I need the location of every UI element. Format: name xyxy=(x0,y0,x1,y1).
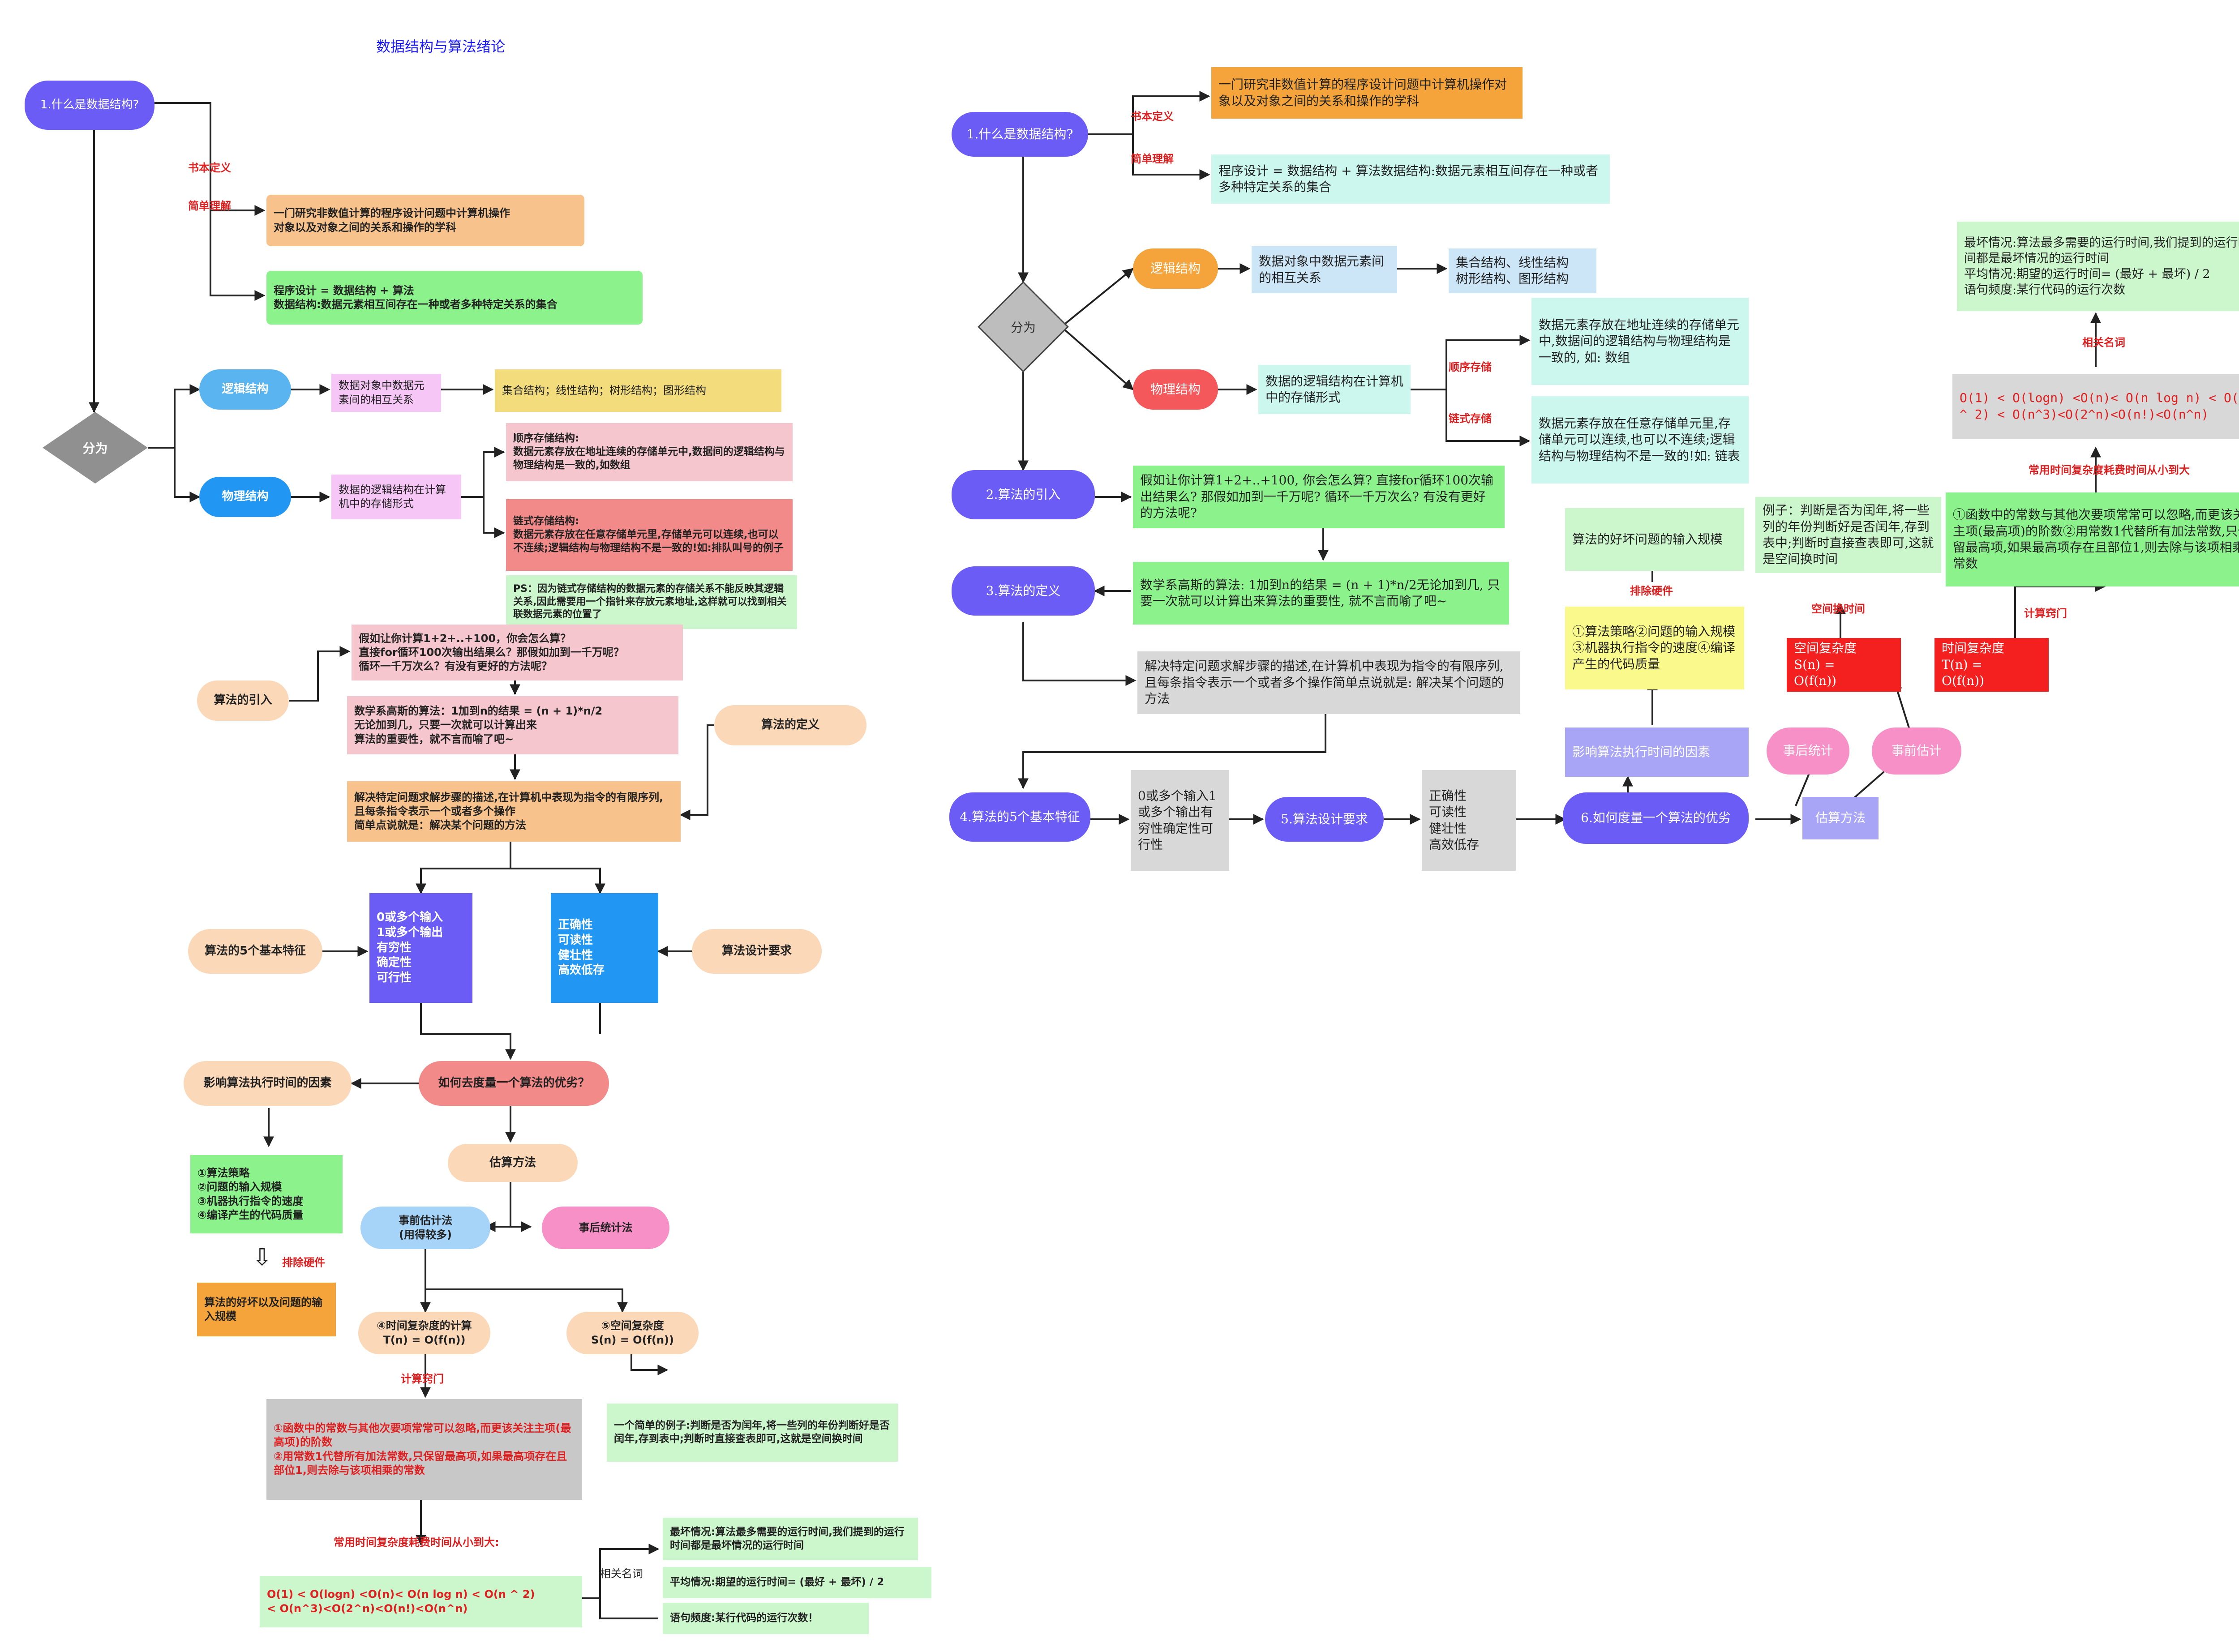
right-algo-def[interactable]: 3.算法的定义 xyxy=(952,566,1095,616)
left-common-order: 常用时间复杂度耗费时间从小到大: xyxy=(334,1536,499,1549)
left-split-label: 分为 xyxy=(82,441,108,456)
right-def-simple[interactable]: 程序设计 = 数据结构 + 算法数据结构:数据元素相互间存在一种或者多种特定关系… xyxy=(1211,154,1610,204)
left-worst[interactable]: 最坏情况:算法最多需要的运行时间,我们提到的运行时间都是最坏情况的运行时间 xyxy=(663,1518,918,1560)
right-algo-def-text[interactable]: 解决特定问题求解步骤的描述,在计算机中表现为指令的有限序列,且每条指令表示一个或… xyxy=(1137,651,1520,714)
right-design-req[interactable]: 5.算法设计要求 xyxy=(1265,797,1384,842)
left-design-req[interactable]: 算法设计要求 xyxy=(692,929,822,974)
left-example[interactable]: 一个简单的例子:判断是否为闰年,将一些列的年份判断好是否闰年,存到表中;判断时直… xyxy=(607,1404,898,1462)
left-related: 相关名词 xyxy=(600,1567,643,1580)
left-physical-node[interactable]: 物理结构 xyxy=(199,477,291,517)
left-algo-def-text[interactable]: 解决特定问题求解步骤的描述,在计算机中表现为指令的有限序列,且每条指令表示一个或… xyxy=(347,781,681,842)
left-rules[interactable]: ①函数中的常数与其他次要项常常可以忽略,而更该关注主项(最高项)的阶数 ②用常数… xyxy=(266,1399,582,1500)
right-q1-node[interactable]: 1.什么是数据结构? xyxy=(952,112,1088,157)
left-good-bad[interactable]: 算法的好坏以及问题的输入规模 xyxy=(197,1283,336,1336)
left-gauss[interactable]: 数学系高斯的算法：1加到n的结果 = (n + 1)*n/2 无论加到几，只要一… xyxy=(347,696,678,754)
left-link-store[interactable]: 链式存储结构: 数据元素存放在任意存储单元里,存储单元可以连续,也可以不连续;逻… xyxy=(506,499,793,571)
left-logic-types[interactable]: 集合结构；线性结构；树形结构；图形结构 xyxy=(495,369,781,412)
left-phys-desc[interactable]: 数据的逻辑结构在计算机中的存储形式 xyxy=(331,475,461,519)
left-book-def-label: 书本定义 xyxy=(188,162,231,174)
left-time-complexity[interactable]: ④时间复杂度的计算 T(n) = O(f(n)) xyxy=(358,1312,490,1354)
left-logic-desc[interactable]: 数据对象中数据元素间的相互关系 xyxy=(331,374,441,412)
right-affect[interactable]: 影响算法执行时间的因素 xyxy=(1565,728,1749,777)
down-arrow-icon: ⇩ xyxy=(252,1244,272,1271)
left-q1-node[interactable]: 1.什么是数据结构? xyxy=(25,81,154,130)
right-time-complexity[interactable]: 时间复杂度 T(n) = O(f(n)) xyxy=(1934,638,2049,692)
right-logic-desc[interactable]: 数据对象中数据元素间的相互关系 xyxy=(1252,246,1397,293)
left-logic-node[interactable]: 逻辑结构 xyxy=(199,369,291,410)
left-simple-label: 简单理解 xyxy=(188,200,231,212)
left-post[interactable]: 事后统计法 xyxy=(542,1207,669,1249)
right-features-list[interactable]: 0或多个输入1或多个输出有穷性确定性可行性 xyxy=(1131,770,1229,871)
left-space-complexity[interactable]: ⑤空间复杂度 S(n) = O(f(n)) xyxy=(566,1312,699,1354)
left-seq-store[interactable]: 顺序存储结构: 数据元素存放在地址连续的存储单元中,数据间的逻辑结构与物理结构是… xyxy=(506,423,793,481)
left-def-simple[interactable]: 程序设计 = 数据结构 + 算法 数据结构:数据元素相互间存在一种或者多种特定关… xyxy=(266,271,643,325)
left-prior[interactable]: 事前估计法 (用得较多) xyxy=(360,1207,490,1249)
left-def-book[interactable]: 一门研究非数值计算的程序设计问题中计算机操作 对象以及对象之间的关系和操作的学科 xyxy=(266,195,584,246)
right-def-book[interactable]: 一门研究非数值计算的程序设计问题中计算机操作对象以及对象之间的关系和操作的学科 xyxy=(1211,67,1523,119)
right-logic-types[interactable]: 集合结构、线性结构 树形结构、图形结构 xyxy=(1449,248,1596,293)
right-gauss[interactable]: 数学系高斯的算法: 1加到n的结果 = (n + 1)*n/2无论加到几, 只要… xyxy=(1133,562,1509,625)
left-order[interactable]: O(1) < O(logn) <O(n)< O(n log n) < O(n ^… xyxy=(260,1576,582,1627)
left-freq[interactable]: 语句频度:某行代码的运行次数！ xyxy=(663,1603,869,1634)
right-post[interactable]: 事后统计 xyxy=(1767,728,1849,775)
right-prior[interactable]: 事前估计 xyxy=(1872,728,1961,775)
right-factors[interactable]: ①算法策略②问题的输入规模③机器执行指令的速度④编译产生的代码质量 xyxy=(1565,607,1744,689)
left-calc-trick: 计算窍门 xyxy=(401,1373,444,1385)
left-five-features[interactable]: 算法的5个基本特征 xyxy=(188,929,322,974)
right-design-list[interactable]: 正确性 可读性 健壮性 高效低存 xyxy=(1422,770,1516,871)
right-link-store[interactable]: 数据元素存放在任意存储单元里,存储单元可以连续,也可以不连续;逻辑结构与物理结构… xyxy=(1531,396,1749,484)
right-related: 相关名词 xyxy=(2082,336,2125,349)
right-good-bad[interactable]: 算法的好坏问题的输入规模 xyxy=(1565,508,1744,571)
right-link-label: 链式存储 xyxy=(1449,412,1492,425)
left-measure[interactable]: 如何去度量一个算法的优劣？ xyxy=(419,1061,609,1106)
right-measure[interactable]: 6.如何度量一个算法的优劣 xyxy=(1563,792,1749,844)
left-algo-intro[interactable]: 算法的引入 xyxy=(197,680,289,721)
right-space-complexity[interactable]: 空间复杂度 S(n) = O(f(n)) xyxy=(1787,638,1901,692)
right-exclude-hw: 排除硬件 xyxy=(1630,585,1673,597)
right-common-order: 常用时间复杂度耗费时间从小到大 xyxy=(2029,464,2190,476)
right-split-diamond[interactable]: 分为 xyxy=(978,281,1069,372)
right-logic-node[interactable]: 逻辑结构 xyxy=(1133,248,1218,289)
right-phys-desc[interactable]: 数据的逻辑结构在计算机中的存储形式 xyxy=(1258,365,1411,414)
right-split-label: 分为 xyxy=(1010,320,1036,335)
page-title: 数据结构与算法绪论 xyxy=(376,38,506,56)
left-design-list[interactable]: 正确性 可读性 健壮性 高效低存 xyxy=(551,893,658,1003)
right-physical-node[interactable]: 物理结构 xyxy=(1133,369,1218,410)
left-ps-note[interactable]: PS：因为链式存储结构的数据元素的存储关系不能反映其逻辑关系,因此需要用一个指针… xyxy=(506,575,797,629)
right-algo-intro[interactable]: 2.算法的引入 xyxy=(952,470,1095,519)
left-estimate[interactable]: 估算方法 xyxy=(448,1144,578,1182)
right-seq-label: 顺序存储 xyxy=(1449,361,1492,373)
left-factors[interactable]: ①算法策略 ②问题的输入规模 ③机器执行指令的速度 ④编译产生的代码质量 xyxy=(190,1155,343,1233)
right-related-text[interactable]: 最坏情况:算法最多需要的运行时间,我们提到的运行时间都是最坏情况的运行时间 平均… xyxy=(1957,222,2239,311)
left-split-diamond[interactable]: 分为 xyxy=(43,412,148,484)
left-features-list[interactable]: 0或多个输入 1或多个输出 有穷性 确定性 可行性 xyxy=(369,893,472,1003)
right-example[interactable]: 例子：判断是否为闰年,将一些列的年份判断好是否闰年,存到表中;判断时直接查表即可… xyxy=(1755,497,1941,573)
right-algo-intro-q[interactable]: 假如让你计算1+2+..+100, 你会怎么算? 直接for循环100次输出结果… xyxy=(1133,466,1505,528)
right-rules[interactable]: ①函数中的常数与其他次要项常常可以忽略,而更该关注主项(最高项)的阶数②用常数1… xyxy=(1946,492,2239,586)
right-calc-trick: 计算窍门 xyxy=(2024,607,2067,620)
left-average[interactable]: 平均情况:期望的运行时间= (最好 + 最坏) / 2 xyxy=(663,1567,931,1598)
right-book-def-label: 书本定义 xyxy=(1131,110,1174,123)
left-algo-intro-q[interactable]: 假如让你计算1+2+..+100，你会怎么算？ 直接for循环100次输出结果么… xyxy=(352,625,683,680)
right-five-features[interactable]: 4.算法的5个基本特征 xyxy=(949,792,1090,842)
right-order[interactable]: O(1) < O(logn) <O(n)< O(n log n) < O(n ^… xyxy=(1952,374,2239,439)
right-seq-store[interactable]: 数据元素存放在地址连续的存储单元中,数据间的逻辑结构与物理结构是一致的, 如: … xyxy=(1531,298,1749,385)
right-simple-label: 简单理解 xyxy=(1131,153,1174,165)
left-affect[interactable]: 影响算法执行时间的因素 xyxy=(184,1061,352,1106)
left-exclude-hw: 排除硬件 xyxy=(282,1256,325,1269)
left-algo-def[interactable]: 算法的定义 xyxy=(714,705,866,745)
right-estimate[interactable]: 估算方法 xyxy=(1802,797,1879,839)
right-space-time-label: 空间换时间 xyxy=(1811,603,1865,615)
